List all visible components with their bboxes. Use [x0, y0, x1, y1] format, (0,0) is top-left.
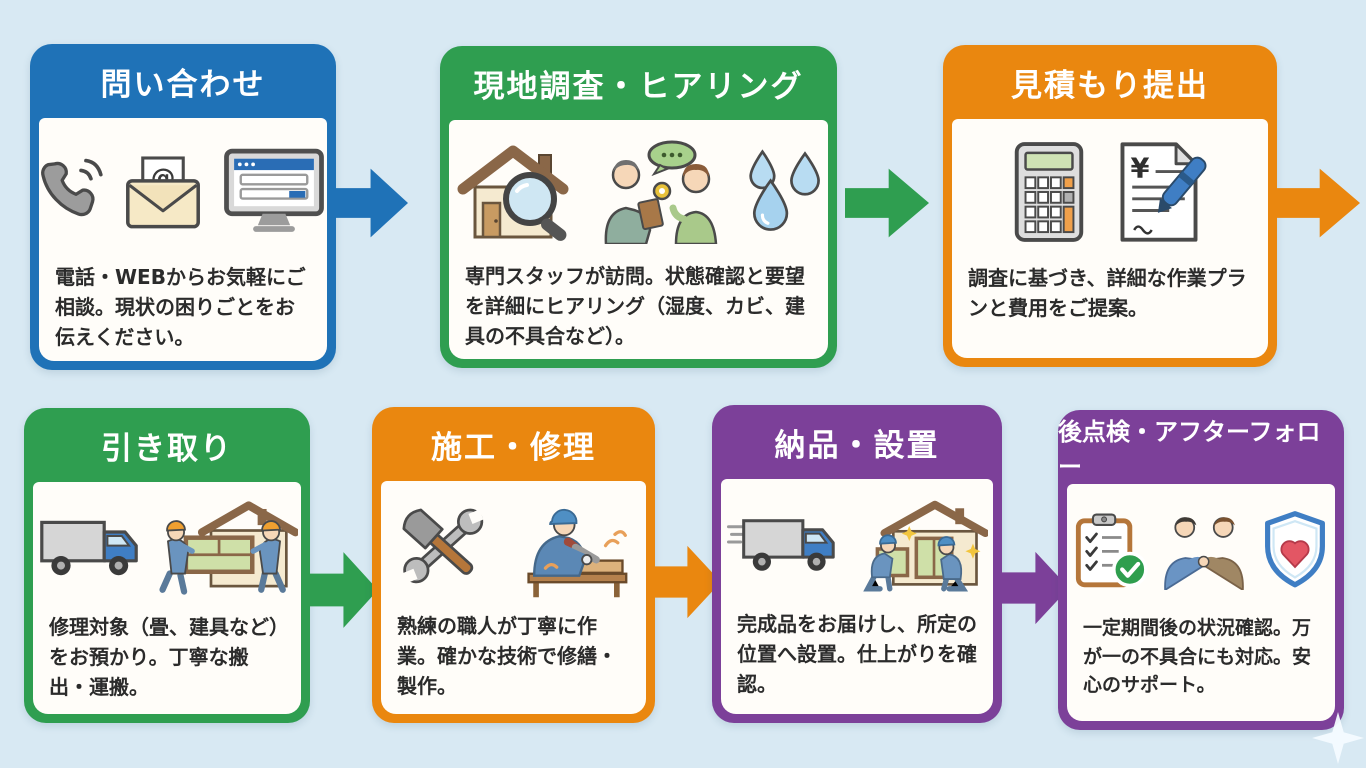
step-description: 熟練の職人が丁寧に作業。確かな技術で修繕・製作。 [397, 614, 617, 698]
step-icons: @ [41, 128, 324, 254]
step-icons [39, 492, 298, 604]
email-icon: @ [119, 149, 207, 233]
house-inspection-icon [453, 139, 578, 244]
hearing-staff-icon [588, 139, 728, 244]
step-title: 後点検・アフターフォロー [1058, 418, 1321, 481]
step-body: @ [39, 118, 327, 361]
step-description: 調査に基づき、詳細な作業プランと費用をご提案。 [968, 266, 1247, 320]
step-description: 修理対象（畳、建具など）をお預かり。丁寧な搬出・運搬。 [49, 615, 279, 699]
step-icons: ¥ [968, 129, 1252, 255]
step-description: 一定期間後の状況確認。万が一の不具合にも対応。安心のサポート。 [1083, 617, 1312, 696]
calculator-icon [1005, 138, 1093, 246]
step-icons [397, 491, 630, 603]
step-title: 見積もり提出 [1011, 67, 1209, 104]
step-title: 納品・設置 [774, 427, 940, 464]
step-body: ¥ 調査に基づき、詳細な作業プランと費用をご提案。 [952, 119, 1268, 358]
step-card-pickup: 引き取り [24, 408, 310, 723]
flow-arrow-2 [845, 168, 929, 238]
svg-text:¥: ¥ [1131, 153, 1150, 184]
flow-arrow-3 [1276, 168, 1360, 238]
flow-arrow-4 [306, 552, 378, 628]
step-body: 一定期間後の状況確認。万が一の不具合にも対応。安心のサポート。 [1067, 484, 1335, 721]
step-body: 完成品をお届けし、所定の位置へ設置。仕上がりを確認。 [721, 479, 993, 714]
checklist-icon [1070, 510, 1150, 590]
step-body: 熟練の職人が丁寧に作業。確かな技術で修繕・製作。 [381, 481, 646, 714]
step-title: 問い合わせ [100, 66, 266, 103]
step-title: 引き取り [101, 430, 233, 467]
step-description: 電話・WEBからお気軽にご相談。現状の困りごとをお伝えください。 [55, 265, 306, 349]
step-description: 専門スタッフが訪問。状態確認と要望を詳細にヒアリング（湿度、カビ、建具の不具合な… [465, 264, 805, 348]
step-title: 施工・修理 [431, 429, 596, 466]
handshake-icon [1155, 510, 1253, 590]
phone-icon [35, 149, 109, 233]
pickup-truck-icon [37, 507, 145, 589]
estimate-document-icon: ¥ [1103, 138, 1215, 246]
craftsman-icon [500, 493, 636, 601]
step-description: 完成品をお届けし、所定の位置へ設置。仕上がりを確認。 [737, 612, 977, 696]
tools-icon [391, 498, 495, 596]
step-card-survey: 現地調査・ヒアリング [440, 46, 837, 368]
step-icons [457, 130, 820, 253]
step-body: 専門スタッフが訪問。状態確認と要望を詳細にヒアリング（湿度、カビ、建具の不具合な… [449, 120, 828, 359]
installation-icon [842, 494, 988, 596]
delivery-truck-icon [726, 507, 837, 583]
step-body: 修理対象（畳、建具など）をお預かり。丁寧な搬出・運搬。 [33, 482, 301, 714]
step-icons [726, 489, 988, 601]
step-card-delivery: 納品・設置 [712, 405, 1002, 723]
step-card-estimate: 見積もり提出 [943, 45, 1277, 367]
step-card-inquiry: 問い合わせ @ [30, 44, 336, 370]
flow-arrow-1 [330, 168, 408, 238]
support-shield-icon [1258, 509, 1332, 591]
step-icons [1075, 494, 1325, 606]
step-card-aftercare: 後点検・アフターフォロー [1058, 410, 1344, 730]
flow-arrow-5 [651, 545, 721, 619]
web-form-icon [217, 143, 331, 239]
step-title: 現地調査・ヒアリング [473, 68, 804, 105]
step-card-repair: 施工・修理 [372, 407, 655, 723]
carry-out-icon [150, 496, 298, 600]
water-drops-icon [738, 144, 824, 240]
